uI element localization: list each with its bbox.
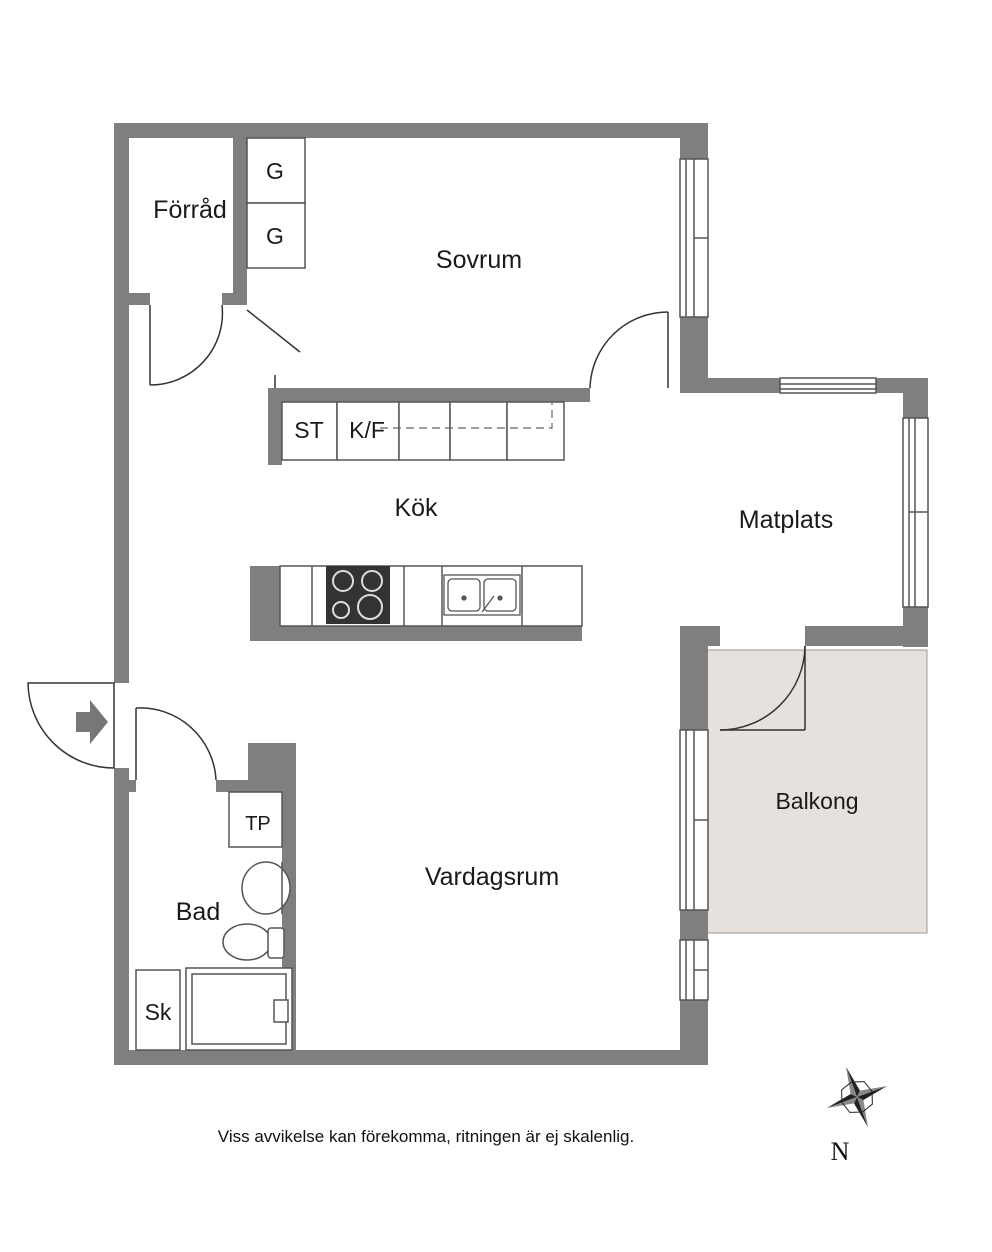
kitchen-counter — [281, 401, 565, 461]
room-label-kok: Kök — [394, 494, 438, 522]
room-label-sovrum: Sovrum — [436, 246, 522, 274]
walls — [114, 123, 928, 1065]
room-label-matplats: Matplats — [739, 506, 833, 534]
windows — [679, 158, 929, 1001]
balcony-floor — [704, 649, 928, 934]
sink-icon — [443, 574, 521, 616]
wall-cabinet-outline — [380, 402, 553, 429]
compass-rose-icon — [826, 1066, 888, 1128]
disclaimer-note: Viss avvikelse kan förekomma, ritningen … — [218, 1127, 634, 1146]
fixture-label-st: ST — [294, 417, 323, 443]
entry-arrow-icon — [76, 700, 108, 744]
bathroom-fixtures — [135, 791, 293, 1051]
fixture-label-g2: G — [266, 223, 284, 249]
room-label-vardagsrum: Vardagsrum — [425, 863, 559, 891]
kitchen-island — [279, 565, 583, 627]
room-label-forrad: Förråd — [153, 196, 227, 224]
fixture-label-sk: Sk — [145, 999, 172, 1025]
room-label-bad: Bad — [176, 898, 220, 926]
wardrobes — [246, 137, 306, 269]
fixture-label-tp: TP — [245, 813, 271, 835]
fixture-label-g1: G — [266, 158, 284, 184]
room-label-balkong: Balkong — [775, 788, 858, 814]
compass-north-label: N — [831, 1137, 850, 1166]
stove-icon — [326, 566, 390, 624]
fixture-label-kf: K/F — [349, 417, 385, 443]
